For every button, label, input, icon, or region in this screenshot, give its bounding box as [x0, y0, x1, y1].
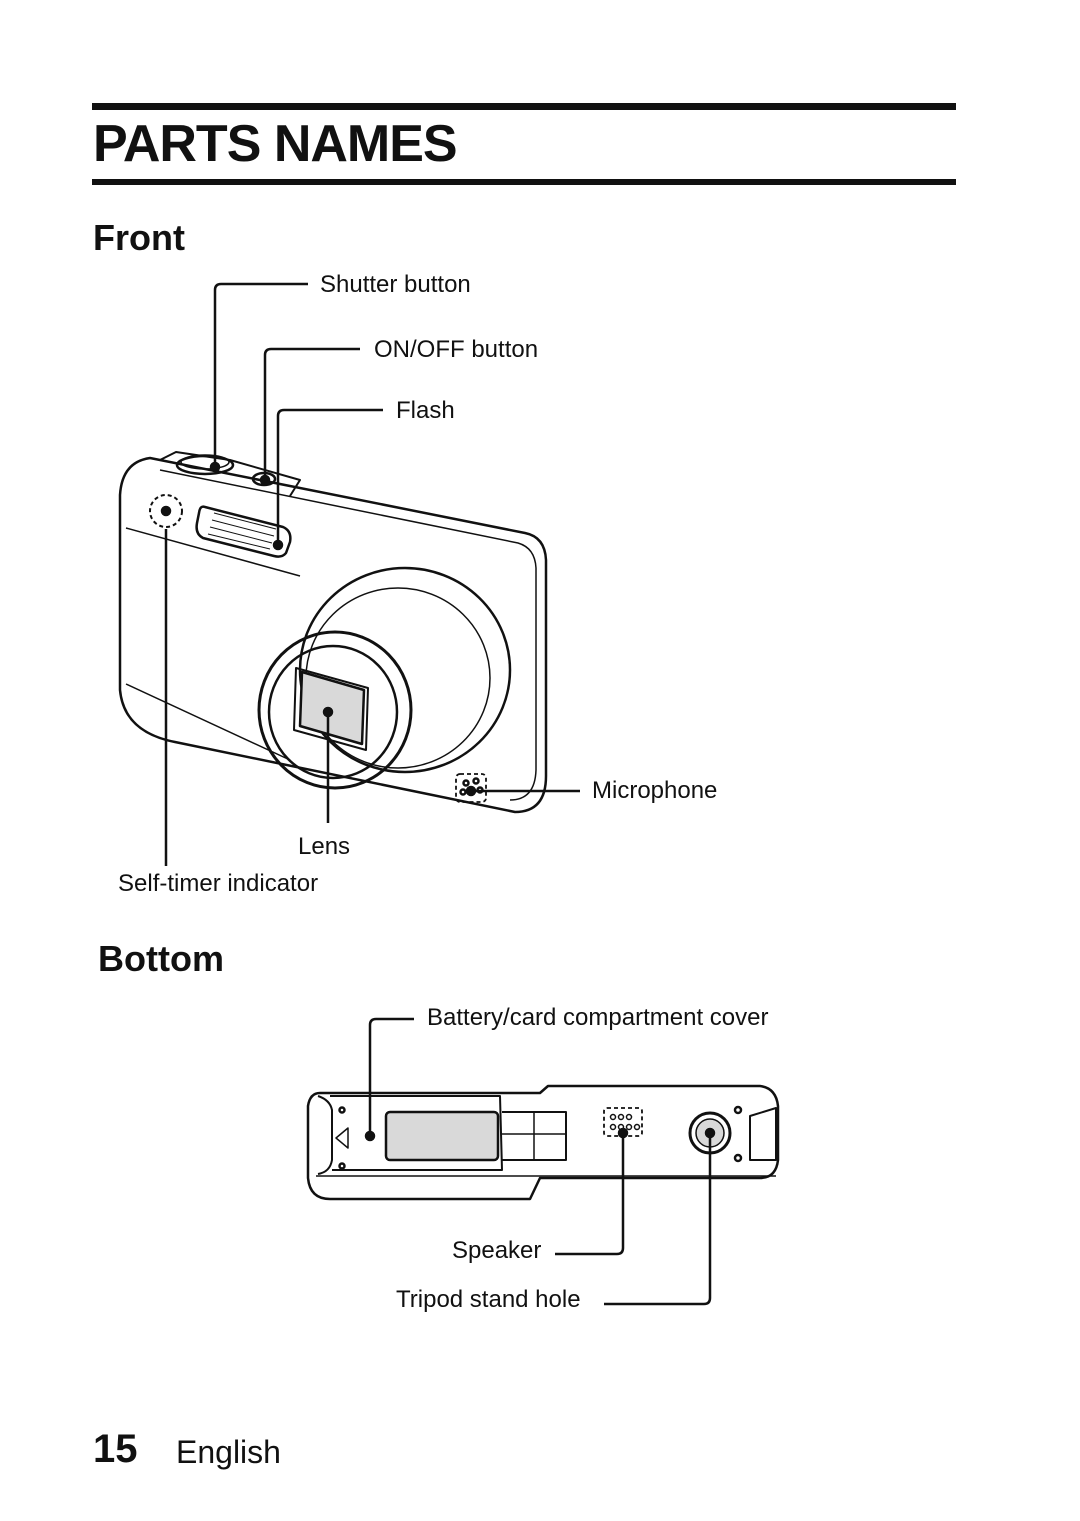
self-timer-drawing [149, 494, 183, 528]
language-label: English [176, 1434, 281, 1470]
front-leader-lines [164, 282, 580, 866]
lens-drawing [257, 566, 512, 790]
title-rule-top [92, 103, 956, 110]
label-tripod-stand-hole: Tripod stand hole [396, 1286, 581, 1313]
label-speaker: Speaker [452, 1237, 542, 1264]
title-rule-bottom [92, 179, 956, 185]
page-number: 15 [93, 1427, 138, 1471]
label-flash: Flash [396, 397, 455, 424]
cover-drawing [330, 1095, 503, 1171]
flash-drawing [195, 505, 292, 558]
label-lens: Lens [298, 833, 351, 860]
bottom-heading: Bottom [98, 938, 224, 979]
front-heading: Front [93, 217, 185, 258]
shutter-button-drawing [175, 454, 235, 476]
bottom-leader-lines [364, 1017, 716, 1306]
camera-body-outline [118, 456, 548, 814]
page-title: PARTS NAMES [93, 115, 458, 173]
label-battery-card-cover: Battery/card compartment cover [427, 1004, 769, 1031]
label-shutter-button: Shutter button [320, 271, 471, 298]
label-microphone: Microphone [592, 777, 718, 804]
label-self-timer-indicator: Self-timer indicator [118, 870, 319, 897]
bottom-camera-illustration [306, 1084, 780, 1201]
label-onoff-button: ON/OFF button [374, 336, 539, 363]
